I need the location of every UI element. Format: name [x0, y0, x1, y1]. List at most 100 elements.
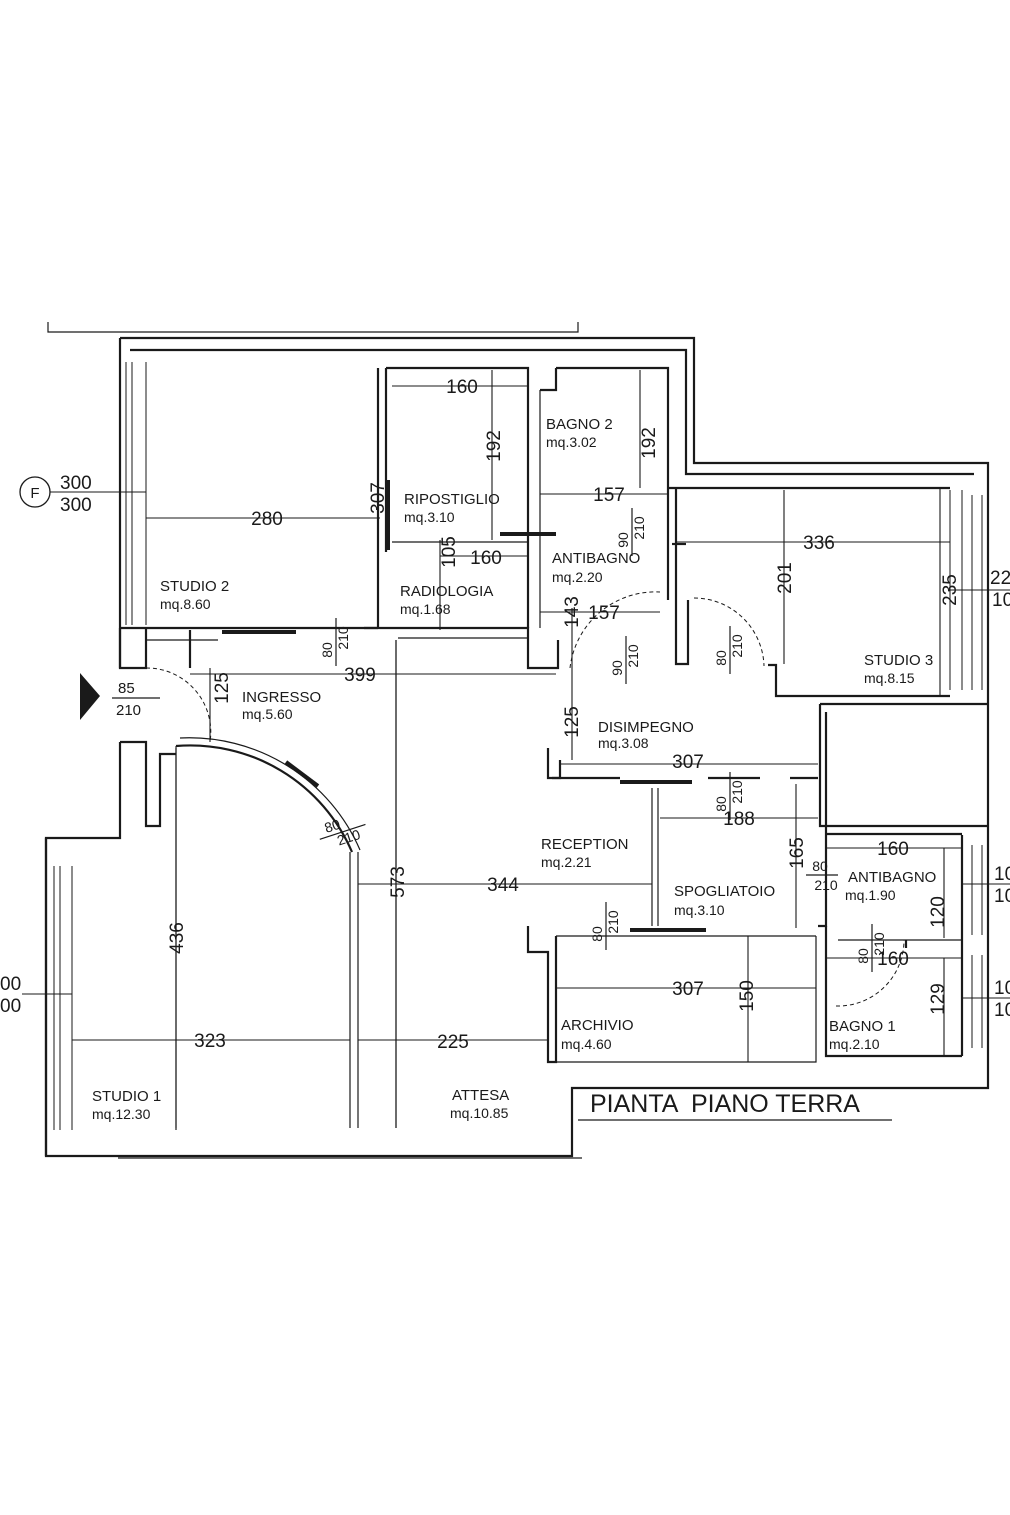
dimension-label: 125 [212, 672, 233, 704]
dimension-label: 307 [368, 482, 389, 514]
room-name: ATTESA [452, 1087, 509, 1104]
door-label: 80 210 [319, 618, 351, 666]
dimension-label: 192 [639, 427, 660, 459]
room-area: mq.3.08 [598, 735, 649, 751]
svg-text:80: 80 [855, 948, 871, 964]
room-name: STUDIO 3 [864, 652, 933, 669]
door-label: 80 210 [589, 902, 621, 950]
window-tag-letter: F [30, 485, 39, 502]
room-name: RADIOLOGIA [400, 583, 493, 600]
room-name: DISIMPEGNO [598, 719, 694, 736]
window-height: 10 [994, 1000, 1010, 1021]
room-area: mq.8.15 [864, 670, 915, 686]
dimension-label: 436 [167, 922, 188, 954]
svg-text:80: 80 [713, 796, 729, 812]
window-width: 300 [60, 473, 92, 494]
window-width: 10 [994, 978, 1010, 999]
svg-text:85: 85 [118, 680, 135, 697]
svg-text:80: 80 [713, 650, 729, 666]
dimension-label: 225 [437, 1032, 469, 1053]
svg-text:210: 210 [116, 702, 141, 719]
room-name: ANTIBAGNO [848, 869, 936, 886]
svg-text:210: 210 [605, 910, 621, 934]
svg-text:210: 210 [631, 516, 647, 540]
window-height: 10 [994, 886, 1010, 907]
dimension-label: 105 [439, 536, 460, 568]
door-label: 80 210 [713, 626, 745, 674]
dimension-label: 129 [928, 983, 949, 1015]
svg-text:80: 80 [322, 816, 342, 836]
room-name: STUDIO 1 [92, 1088, 161, 1105]
room-area: mq.2.10 [829, 1036, 880, 1052]
svg-text:210: 210 [625, 644, 641, 668]
dimension-label: 344 [487, 875, 519, 896]
dimension-label: 188 [723, 809, 755, 830]
outer-walls [44, 322, 990, 1159]
window-height: 10 [992, 590, 1010, 611]
room-name: ARCHIVIO [561, 1017, 634, 1034]
room-name: ANTIBAGNO [552, 550, 640, 567]
dimension-label: 336 [803, 533, 835, 554]
svg-text:80: 80 [812, 858, 828, 874]
dimension-label: 399 [344, 665, 376, 686]
room-area: mq.8.60 [160, 596, 211, 612]
room-area: mq.5.60 [242, 706, 293, 722]
door-label: 80 210 [713, 772, 745, 820]
door-labels: 80 210 90 210 90 210 80 210 80 210 80 21… [319, 508, 887, 972]
window-height: 300 [60, 495, 92, 516]
dimension-label: 160 [877, 949, 909, 970]
dimension-label: 201 [775, 562, 796, 594]
dimension-label: 235 [940, 574, 961, 606]
room-area: mq.3.02 [546, 434, 597, 450]
svg-text:90: 90 [609, 660, 625, 676]
room-name: SPOGLIATOIO [674, 883, 775, 900]
room-area: mq.3.10 [404, 509, 455, 525]
svg-text:210: 210 [729, 634, 745, 658]
dimension-label: 160 [470, 548, 502, 569]
window-tag-icon [19, 476, 51, 508]
room-name: STUDIO 2 [160, 578, 229, 595]
dimension-label: 323 [194, 1031, 226, 1052]
svg-text:80: 80 [589, 926, 605, 942]
dimension-label: 165 [787, 837, 808, 869]
door-label: 80 210 [855, 924, 887, 972]
room-name: BAGNO 2 [546, 416, 613, 433]
svg-text:210: 210 [729, 780, 745, 804]
dimension-labels: 160 192 192 307 280 157 105 160 336 201 … [167, 377, 961, 1053]
dimension-label: 573 [388, 866, 409, 898]
window-labels: F 300 300 22 10 10 10 10 10 00 00 [0, 473, 1010, 1021]
window-width: 00 [0, 974, 21, 995]
dimension-label: 143 [562, 596, 583, 628]
dimension-label: 160 [446, 377, 478, 398]
entrance-arrow-icon [80, 673, 100, 720]
dimension-label: 157 [593, 485, 625, 506]
dimension-label: 307 [672, 752, 704, 773]
dimension-label: 157 [588, 603, 620, 624]
window-width: 22 [990, 568, 1010, 589]
window-height: 00 [0, 996, 21, 1017]
dimension-label: 280 [251, 509, 283, 530]
svg-text:210: 210 [814, 877, 838, 893]
room-area: mq.12.30 [92, 1106, 151, 1122]
svg-text:210: 210 [335, 626, 351, 650]
entrance-label: 85 210 [112, 680, 160, 719]
plan-title: PIANTA PIANO TERRA [590, 1090, 860, 1118]
svg-text:210: 210 [871, 932, 887, 956]
room-area: mq.1.68 [400, 601, 451, 617]
room-area: mq.1.90 [845, 887, 896, 903]
svg-text:80: 80 [319, 642, 335, 658]
room-area: mq.2.20 [552, 569, 603, 585]
door-label: 90 210 [609, 636, 641, 684]
window-width: 10 [994, 864, 1010, 885]
door-label: 90 210 [615, 508, 647, 556]
room-area: mq.2.21 [541, 854, 592, 870]
svg-text:90: 90 [615, 532, 631, 548]
room-labels: STUDIO 2 mq.8.60 RIPOSTIGLIO mq.3.10 BAG… [92, 416, 936, 1122]
dimension-label: 125 [562, 706, 583, 738]
dimension-label: 192 [484, 430, 505, 462]
room-area: mq.4.60 [561, 1036, 612, 1052]
door-label: 80 210 [806, 858, 838, 893]
dimension-label: 120 [928, 896, 949, 928]
door-label: 80 210 [319, 816, 366, 849]
